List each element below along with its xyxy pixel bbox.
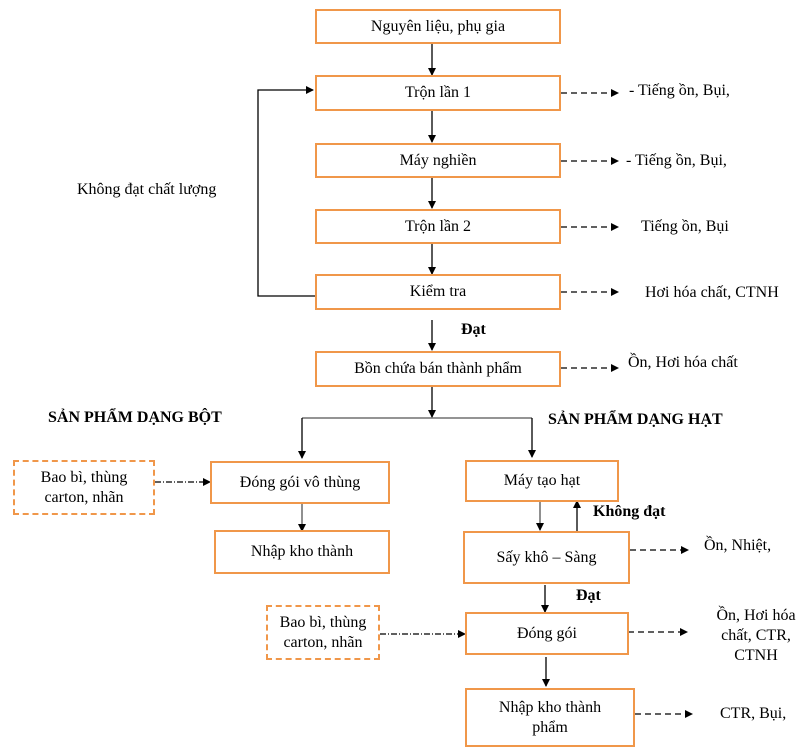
- box-granule-packaging-label: Đóng gói: [517, 624, 577, 642]
- box-granulator-label: Máy tạo hạt: [503, 472, 581, 489]
- emission-packaging-line-2: chất, CTR,: [721, 627, 791, 644]
- box-drying-screening-label: Sấy khô – Sàng: [496, 548, 597, 566]
- box-mix-1-label: Trộn lần 1: [404, 84, 472, 101]
- granule-heading: SẢN PHẨM DẠNG HẠT: [548, 411, 723, 428]
- granule-warehouse-line-2: phẩm: [532, 718, 568, 736]
- emission-mix-1: - Tiếng ồn, Bụi,: [629, 82, 730, 99]
- emission-drying: Ồn, Nhiệt,: [704, 537, 772, 554]
- box-granule-materials: Bao bì, thùng carton, nhãn: [266, 605, 380, 660]
- box-powder-warehouse-label: Nhập kho thành: [250, 543, 354, 560]
- box-mix-2-label: Trộn lần 2: [404, 217, 472, 235]
- fail-quality-label: Không đạt chất lượng: [77, 181, 217, 198]
- fail-label: Không đạt: [593, 503, 666, 520]
- emission-packaging: Ồn, Hơi hóa chất, CTR, CTNH: [706, 606, 806, 666]
- powder-heading: SẢN PHẨM DẠNG BỘT: [48, 409, 222, 426]
- emission-packaging-line-1: Ồn, Hơi hóa: [716, 607, 796, 624]
- box-mix-2: Trộn lần 2: [315, 209, 561, 244]
- pass-label: Đạt: [461, 321, 486, 338]
- emission-warehouse: CTR, Bụi,: [720, 705, 787, 722]
- box-raw-materials: Nguyên liệu, phụ gia: [315, 9, 561, 44]
- pass-label-2: Đạt: [576, 587, 601, 604]
- box-drying-screening: Sấy khô – Sàng: [463, 531, 630, 584]
- box-mix-1: Trộn lần 1: [315, 75, 561, 111]
- emission-inspection: Hơi hóa chất, CTNH: [645, 284, 779, 301]
- granule-materials-line-2: carton, nhãn: [283, 633, 363, 651]
- box-powder-materials: Bao bì, thùng carton, nhãn: [13, 460, 155, 515]
- box-raw-materials-label: Nguyên liệu, phụ gia: [370, 17, 506, 35]
- emission-packaging-line-3: CTNH: [734, 647, 778, 664]
- granule-warehouse-line-1: Nhập kho thành: [498, 698, 602, 716]
- fail-quality-loop: [257, 86, 316, 297]
- box-granule-packaging: Đóng gói: [465, 612, 629, 655]
- box-inspection: Kiểm tra: [315, 274, 561, 310]
- box-grinder-label: Máy nghiền: [399, 151, 477, 169]
- box-powder-packaging: Đóng gói vô thùng: [210, 461, 390, 504]
- emission-grinder: - Tiếng ồn, Bụi,: [626, 152, 727, 169]
- box-semi-product-tank-label: Bồn chứa bán thành phẩm: [354, 360, 522, 377]
- box-semi-product-tank: Bồn chứa bán thành phẩm: [315, 351, 561, 387]
- powder-materials-line-2: carton, nhãn: [44, 488, 124, 506]
- box-powder-packaging-label: Đóng gói vô thùng: [239, 473, 361, 491]
- emission-semi-product-tank: Ồn, Hơi hóa chất: [628, 354, 738, 371]
- emission-mix-2: Tiếng ồn, Bụi: [641, 218, 729, 235]
- powder-materials-line-1: Bao bì, thùng: [40, 468, 128, 486]
- box-granulator: Máy tạo hạt: [465, 460, 619, 502]
- granule-materials-line-1: Bao bì, thùng: [279, 613, 367, 631]
- box-granule-warehouse: Nhập kho thành phẩm: [465, 688, 635, 747]
- box-powder-warehouse: Nhập kho thành: [214, 530, 390, 574]
- box-grinder: Máy nghiền: [315, 143, 561, 178]
- box-inspection-label: Kiểm tra: [409, 283, 467, 300]
